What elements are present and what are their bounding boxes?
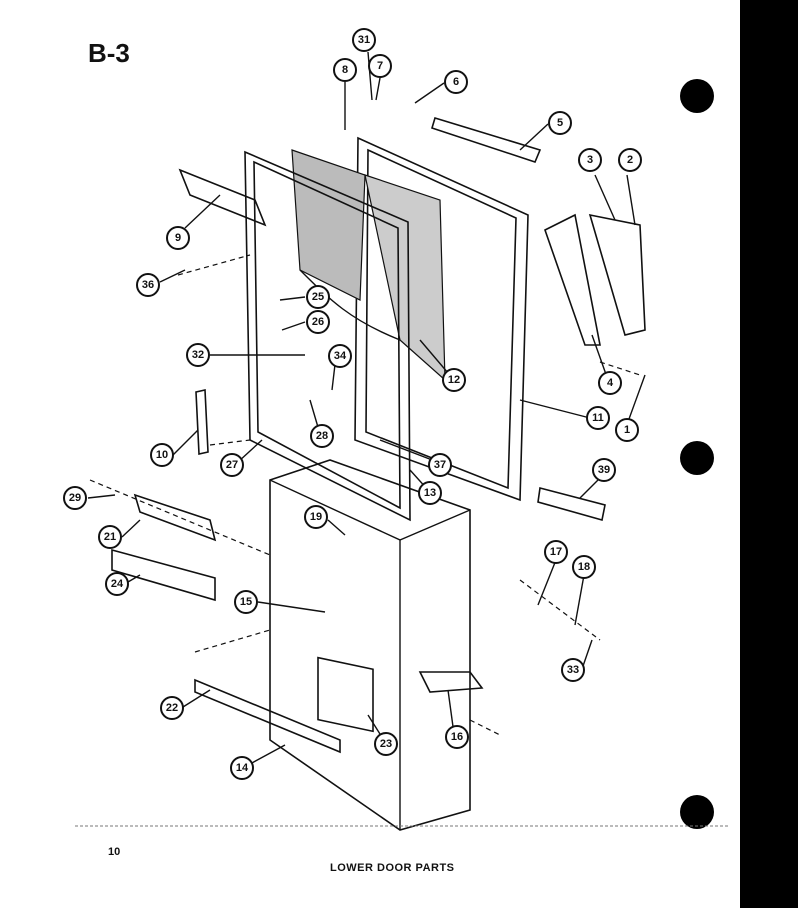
svg-text:39: 39 — [598, 464, 610, 476]
callout-22: 22 — [160, 696, 184, 720]
callout-12: 12 — [442, 368, 466, 392]
callout-23: 23 — [374, 732, 398, 756]
callout-9: 9 — [166, 226, 190, 250]
svg-text:18: 18 — [578, 561, 590, 573]
punch-hole-top — [680, 79, 714, 113]
svg-text:23: 23 — [380, 738, 392, 750]
callout-39: 39 — [592, 458, 616, 482]
callout-33: 33 — [561, 658, 585, 682]
door-panel-rear — [354, 136, 529, 502]
svg-text:25: 25 — [312, 291, 324, 303]
top-rail — [431, 117, 542, 163]
callout-13: 13 — [418, 481, 442, 505]
callout-32: 32 — [186, 343, 210, 367]
door-bar — [194, 678, 341, 754]
page-title: LOWER DOOR PARTS — [330, 862, 455, 874]
punch-hole-bottom — [680, 795, 714, 829]
svg-text:8: 8 — [342, 64, 348, 76]
svg-text:4: 4 — [607, 377, 614, 389]
callout-3: 3 — [578, 148, 602, 172]
callout-8: 8 — [333, 58, 357, 82]
svg-text:34: 34 — [334, 350, 347, 362]
svg-text:7: 7 — [377, 60, 383, 72]
svg-text:27: 27 — [226, 459, 238, 471]
callout-25: 25 — [306, 285, 330, 309]
binding-strip — [740, 0, 798, 908]
svg-text:28: 28 — [316, 430, 328, 442]
callout-2: 2 — [618, 148, 642, 172]
svg-text:24: 24 — [111, 578, 124, 590]
side-trim — [195, 389, 209, 455]
top-trim — [178, 168, 267, 227]
egg-tray — [111, 548, 216, 602]
door-gasket — [244, 150, 411, 522]
svg-text:31: 31 — [358, 34, 370, 46]
svg-text:29: 29 — [69, 492, 81, 504]
svg-text:1: 1 — [624, 424, 630, 436]
callout-31: 31 — [352, 28, 376, 52]
svg-text:10: 10 — [156, 449, 168, 461]
callout-18: 18 — [572, 555, 596, 579]
svg-text:36: 36 — [142, 279, 154, 291]
bottom-rail — [537, 486, 606, 522]
insulation-block — [291, 149, 446, 382]
svg-text:32: 32 — [192, 349, 204, 361]
svg-text:22: 22 — [166, 702, 178, 714]
callout-5: 5 — [548, 111, 572, 135]
callout-10: 10 — [150, 443, 174, 467]
svg-text:17: 17 — [550, 546, 562, 558]
svg-text:13: 13 — [424, 487, 436, 499]
callout-37: 37 — [428, 453, 452, 477]
svg-text:12: 12 — [448, 374, 460, 386]
svg-text:6: 6 — [453, 76, 459, 88]
callout-6: 6 — [444, 70, 468, 94]
callout-26: 26 — [306, 310, 330, 334]
callout-4: 4 — [598, 371, 622, 395]
callout-24: 24 — [105, 572, 129, 596]
svg-text:21: 21 — [104, 531, 116, 543]
callout-19: 19 — [304, 505, 328, 529]
callout-29: 29 — [63, 486, 87, 510]
callout-36: 36 — [136, 273, 160, 297]
svg-text:33: 33 — [567, 664, 579, 676]
callout-1: 1 — [615, 418, 639, 442]
hinge-cover — [588, 213, 646, 336]
upper-strip — [133, 493, 217, 542]
svg-text:19: 19 — [310, 511, 322, 523]
callout-28: 28 — [310, 424, 334, 448]
svg-text:3: 3 — [587, 154, 593, 166]
callout-14: 14 — [230, 756, 254, 780]
leader-lines — [87, 51, 646, 765]
page-number: 10 — [108, 846, 121, 858]
callout-17: 17 — [544, 540, 568, 564]
svg-text:26: 26 — [312, 316, 324, 328]
section-label: B-3 — [88, 38, 130, 68]
svg-text:37: 37 — [434, 459, 446, 471]
shelf-bracket — [418, 671, 484, 693]
lower-door-body — [269, 459, 471, 831]
callout-27: 27 — [220, 453, 244, 477]
svg-text:9: 9 — [175, 232, 181, 244]
svg-text:2: 2 — [627, 154, 633, 166]
svg-text:14: 14 — [236, 762, 249, 774]
svg-text:15: 15 — [240, 596, 252, 608]
callout-34: 34 — [328, 344, 352, 368]
callout-7: 7 — [368, 54, 392, 78]
punch-hole-middle — [680, 441, 714, 475]
hinge-bracket — [544, 213, 601, 346]
svg-text:11: 11 — [592, 412, 604, 424]
callout-21: 21 — [98, 525, 122, 549]
callout-16: 16 — [445, 725, 469, 749]
svg-text:16: 16 — [451, 731, 463, 743]
svg-text:5: 5 — [557, 117, 563, 129]
callout-15: 15 — [234, 590, 258, 614]
callout-11: 11 — [586, 406, 610, 430]
